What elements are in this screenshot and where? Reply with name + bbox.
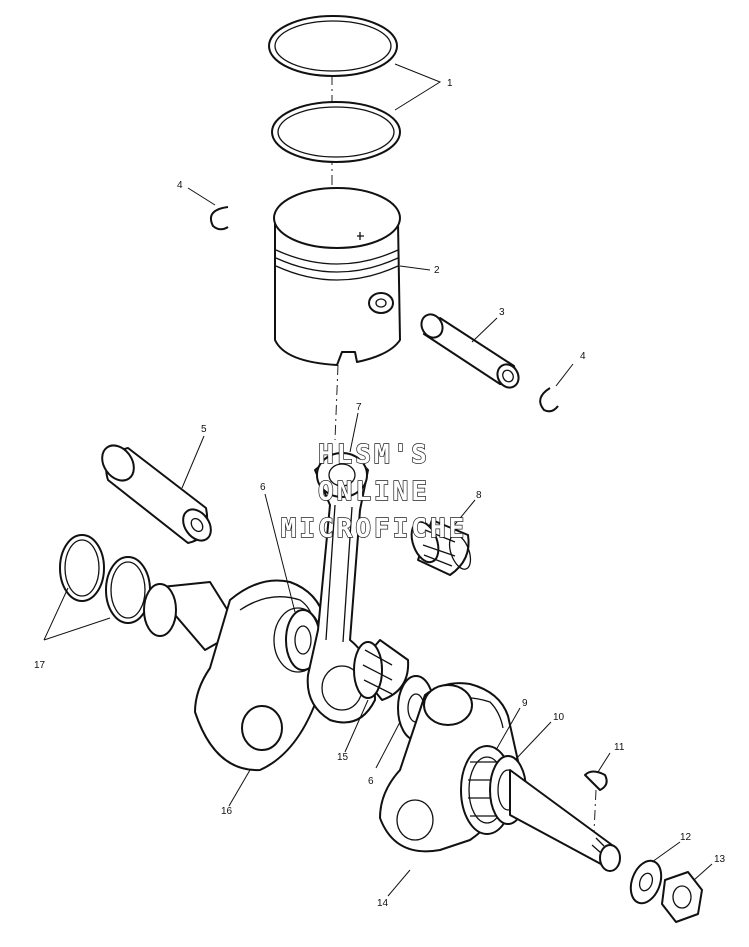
watermark-line-2: ONLINE [318,477,430,507]
callout-6-left: 6 [260,482,266,493]
wrist-pin [420,313,520,389]
piston-rings [268,15,401,163]
callout-5: 5 [201,424,207,435]
flat-washer [629,859,663,905]
watermark-line-1: HLSM'S [318,440,430,470]
callout-17: 17 [34,660,46,671]
callout-11: 11 [614,742,625,753]
watermark-line-3: MICROFICHE [281,514,468,544]
callout-3: 3 [499,307,505,318]
main-bearing-seal-rings [59,534,151,624]
rod-centerline [334,364,339,441]
callout-4-left: 4 [177,180,183,191]
callout-2: 2 [434,265,440,276]
crankshaft-taper [509,769,621,872]
leader-lines [43,63,713,897]
callout-8: 8 [476,490,482,501]
callout-10: 10 [553,712,565,723]
callout-9: 9 [522,698,528,709]
callout-4-right: 4 [580,351,586,362]
woodruff-key [584,770,608,791]
callout-7: 7 [356,402,362,413]
key-centerline [593,789,597,833]
callout-16: 16 [221,806,233,817]
callout-12: 12 [680,832,692,843]
callout-15: 15 [337,752,349,763]
callout-14: 14 [377,898,389,909]
callout-1: 1 [447,78,453,89]
small-end-needle-bearing [410,519,472,576]
callout-6-right: 6 [368,776,374,787]
callout-13: 13 [714,854,726,865]
wrist-pin-circlip-left [209,206,229,231]
piston [273,187,401,366]
left-crank-half [143,579,326,772]
wrist-pin-circlip-right [539,387,559,413]
big-end-bearing [353,639,410,701]
crank-pin [101,444,212,544]
crankshaft-nut [661,871,703,923]
